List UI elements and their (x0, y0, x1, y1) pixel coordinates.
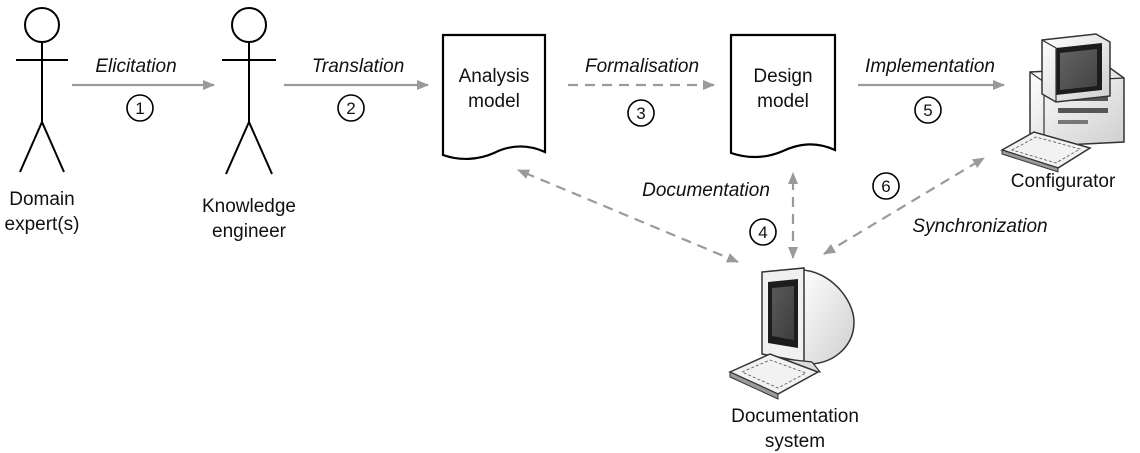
analysis-model-label-line1: Analysis (459, 66, 530, 87)
configurator-label: Configurator (1011, 171, 1116, 192)
knowledge-engineer-actor-icon (222, 7, 276, 175)
documentation-system-label-line2: system (765, 431, 825, 452)
knowledge-engineer-label-line2: engineer (212, 221, 287, 242)
design-model-document-icon (729, 33, 837, 158)
step-4-circle (749, 218, 777, 246)
design-model-label-line1: Design (753, 66, 812, 87)
step-3-number: 3 (636, 104, 645, 123)
domain-expert-label-line1: Domain (9, 189, 74, 210)
knowledge-engineer-label-line1: Knowledge (202, 196, 296, 217)
documentation-system-label-line1: Documentation (731, 406, 859, 427)
domain-expert-actor-icon (16, 7, 68, 173)
step-4-number: 4 (758, 223, 767, 242)
step-2-number: 2 (346, 99, 355, 118)
step-5-number: 5 (923, 101, 932, 120)
step-1-number: 1 (135, 99, 144, 118)
step-3-circle (627, 99, 655, 127)
elicitation-label: Elicitation (95, 56, 176, 77)
documentation-arrow-analysis (517, 168, 739, 264)
analysis-model-label-line2: model (468, 91, 520, 112)
step-1-circle (126, 94, 154, 122)
translation-label: Translation (312, 56, 405, 77)
configurator-computer-icon (1000, 33, 1125, 173)
implementation-label: Implementation (865, 56, 995, 77)
step-6-number: 6 (881, 177, 890, 196)
synchronization-arrow (823, 157, 985, 255)
step-6-circle (872, 172, 900, 200)
synchronization-label: Synchronization (912, 216, 1047, 237)
analysis-model-document-icon (441, 33, 547, 160)
step-5-circle (914, 96, 942, 124)
design-model-label-line2: model (757, 91, 809, 112)
step-2-circle (337, 94, 365, 122)
documentation-system-computer-icon (728, 267, 855, 400)
documentation-label: Documentation (642, 180, 770, 201)
formalisation-label: Formalisation (585, 56, 699, 77)
domain-expert-label-line2: expert(s) (5, 214, 80, 235)
